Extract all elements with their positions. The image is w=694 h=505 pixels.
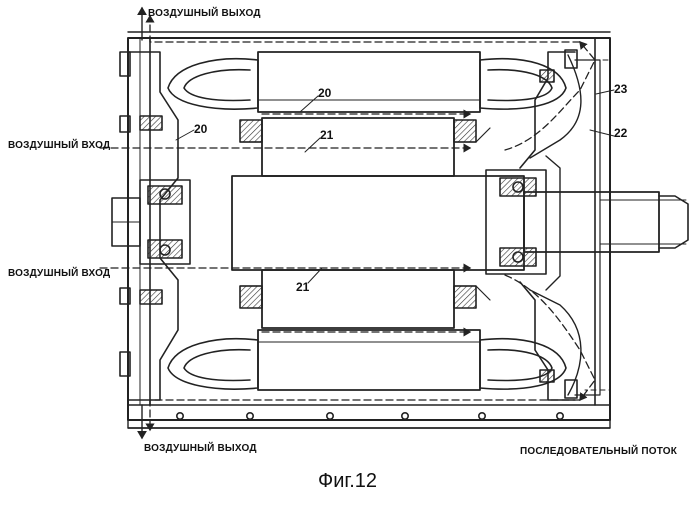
airflow-paths	[100, 16, 610, 430]
stator-core	[258, 52, 480, 390]
rotor-core	[240, 118, 490, 328]
figure-caption: Фиг.12	[318, 470, 377, 493]
leader-lines	[176, 90, 614, 283]
shaft	[112, 176, 688, 270]
callout-20-stator: 20	[318, 86, 331, 100]
callout-21-lower: 21	[296, 280, 309, 294]
stator-end-windings	[168, 59, 566, 389]
air-inlet-upper-label: ВОЗДУШНЫЙ ВХОД	[8, 140, 110, 151]
housing	[128, 32, 610, 428]
callout-23: 23	[614, 82, 627, 96]
callout-21-upper: 21	[320, 128, 333, 142]
air-outlet-bottom-label: ВОЗДУШНЫЙ ВЫХОД	[144, 443, 257, 454]
air-inlet-lower-label: ВОЗДУШНЫЙ ВХОД	[8, 268, 110, 279]
serial-flow-label: ПОСЛЕДОВАТЕЛЬНЫЙ ПОТОК	[520, 446, 677, 457]
bolt-holes	[177, 413, 563, 419]
air-outlet-top-label: ВОЗДУШНЫЙ ВЫХОД	[148, 8, 261, 19]
callout-22: 22	[614, 126, 627, 140]
callout-20-inlet: 20	[194, 122, 207, 136]
flow-right-upper	[505, 42, 595, 150]
